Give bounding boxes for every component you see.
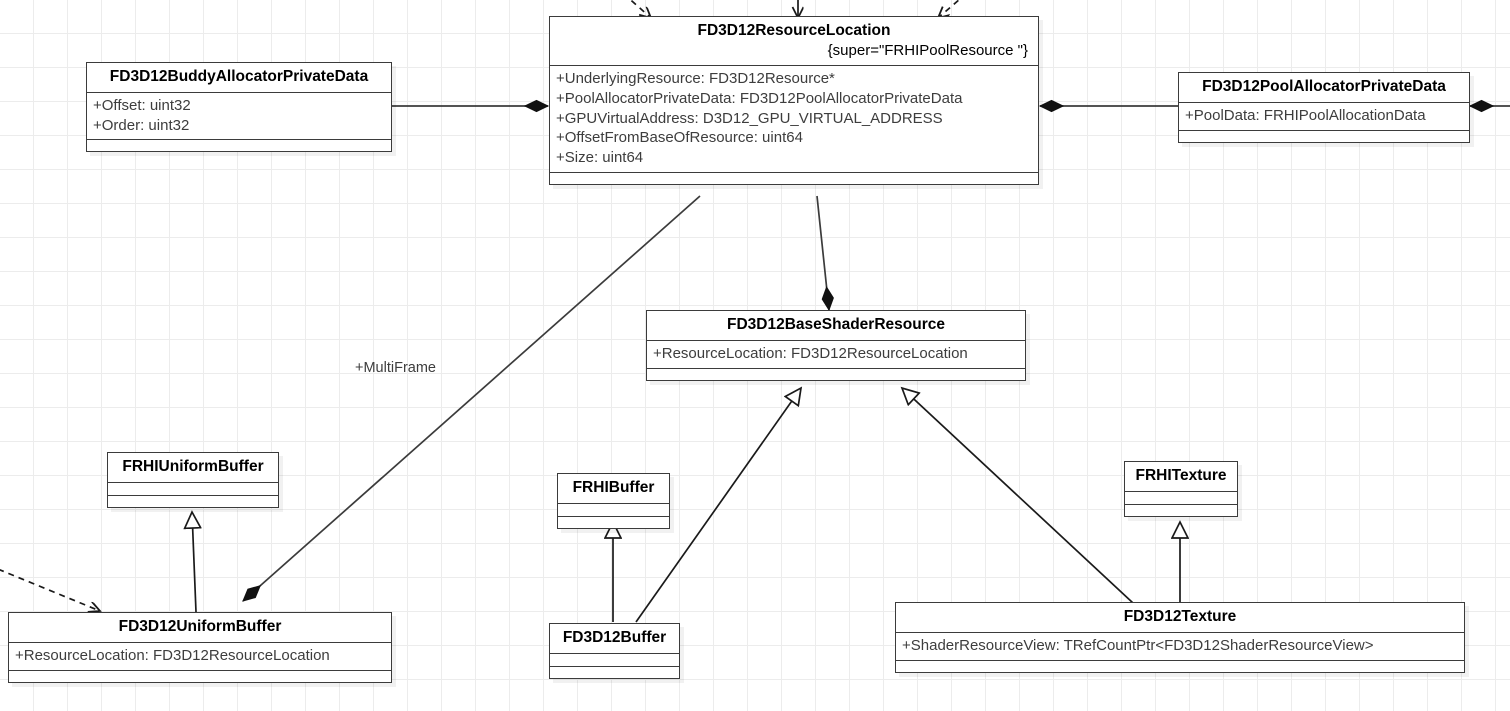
class-attributes-frhiuniformbuffer <box>108 483 278 495</box>
attribute-row: +ShaderResourceView: TRefCountPtr<FD3D12… <box>902 636 1374 654</box>
class-title-fd3d12poolallocatorprivatedata: FD3D12PoolAllocatorPrivateData <box>1202 78 1446 95</box>
compartment-divider <box>87 91 391 93</box>
class-operations-frhiuniformbuffer <box>108 496 278 507</box>
class-box-fd3d12poolallocatorprivatedata[interactable]: FD3D12PoolAllocatorPrivateData +PoolData… <box>1178 72 1470 143</box>
compartment-divider <box>896 631 1464 633</box>
class-attributes-frhitexture <box>1125 492 1237 504</box>
class-title-frhibuffer: FRHIBuffer <box>572 479 655 496</box>
compartment-divider <box>108 481 278 483</box>
class-operations-frhitexture <box>1125 505 1237 516</box>
compartment-divider <box>108 494 278 496</box>
compartment-divider <box>9 669 391 671</box>
class-operations-frhibuffer <box>558 517 669 528</box>
class-box-fd3d12uniformbuffer[interactable]: FD3D12UniformBuffer +ResourceLocation: F… <box>8 612 392 683</box>
class-operations-fd3d12poolallocatorprivatedata <box>1179 131 1469 142</box>
class-name-text: FD3D12ResourceLocation <box>697 22 891 39</box>
class-box-fd3d12baseshaderresource[interactable]: FD3D12BaseShaderResource +ResourceLocati… <box>646 310 1026 381</box>
class-title-frhitexture: FRHITexture <box>1135 467 1227 484</box>
class-operations-fd3d12baseshaderresource <box>647 369 1025 380</box>
attribute-row: +ResourceLocation: FD3D12ResourceLocatio… <box>15 646 330 664</box>
class-operations-fd3d12texture <box>896 661 1464 672</box>
class-title-fd3d12buffer: FD3D12Buffer <box>562 629 667 646</box>
compartment-divider <box>87 139 391 141</box>
class-attributes-fd3d12uniformbuffer: +ResourceLocation: FD3D12ResourceLocatio… <box>9 643 391 670</box>
attribute-row: +OffsetFromBaseOfResource: uint64 <box>556 129 803 147</box>
compartment-divider <box>1179 129 1469 131</box>
compartment-divider <box>1179 101 1469 103</box>
compartment-divider <box>647 339 1025 341</box>
class-operations-fd3d12buddyallocatorprivatedata <box>87 140 391 151</box>
attribute-row: +UnderlyingResource: FD3D12Resource* <box>556 70 835 88</box>
edge-generalization-d3d12uniformbuffer-to-frhiuniformbuffer <box>192 512 196 613</box>
class-title-fd3d12buddyallocatorprivatedata: FD3D12BuddyAllocatorPrivateData <box>109 68 369 85</box>
edge-dependency-offscreen-to-d3d12uniformbuffer <box>0 569 100 611</box>
class-title-fd3d12texture: FD3D12Texture <box>1123 608 1237 625</box>
class-box-frhiuniformbuffer[interactable]: FRHIUniformBuffer <box>107 452 279 508</box>
compartment-divider <box>647 367 1025 369</box>
edge-composition-resourcelocation-to-baseshaderresource <box>816 195 829 310</box>
class-title-fd3d12baseshaderresource: FD3D12BaseShaderResource <box>727 316 945 333</box>
class-attributes-fd3d12texture: +ShaderResourceView: TRefCountPtr<FD3D12… <box>896 633 1464 660</box>
class-attributes-fd3d12buddyallocatorprivatedata: +Offset: uint32 +Order: uint32 <box>87 93 391 140</box>
compartment-divider <box>1125 503 1237 505</box>
compartment-divider <box>550 652 679 654</box>
attribute-row: +Size: uint64 <box>556 149 644 167</box>
compartment-divider <box>1125 490 1237 492</box>
class-title-frhiuniformbuffer: FRHIUniformBuffer <box>122 458 264 475</box>
class-box-frhibuffer[interactable]: FRHIBuffer <box>557 473 670 529</box>
class-title-fd3d12uniformbuffer: FD3D12UniformBuffer <box>118 618 282 635</box>
class-stereotype-super: {super="FRHIPoolResource "} <box>827 41 1028 59</box>
attribute-row: +PoolAllocatorPrivateData: FD3D12PoolAll… <box>556 89 963 107</box>
class-box-fd3d12resourcelocation[interactable]: FD3D12ResourceLocation {super="FRHIPoolR… <box>549 16 1039 186</box>
attribute-row: +GPUVirtualAddress: D3D12_GPU_VIRTUAL_AD… <box>556 109 943 127</box>
edge-composition-multiframe-resourcelocation-to-uniformbuffer <box>243 195 701 601</box>
class-title-fd3d12resourcelocation: FD3D12ResourceLocation {super="FRHIPoolR… <box>550 17 1038 65</box>
class-attributes-fd3d12baseshaderresource: +ResourceLocation: FD3D12ResourceLocatio… <box>647 341 1025 368</box>
attribute-row: +PoolData: FRHIPoolAllocationData <box>1185 106 1426 124</box>
compartment-divider <box>550 65 1038 67</box>
class-box-fd3d12texture[interactable]: FD3D12Texture +ShaderResourceView: TRefC… <box>895 602 1465 673</box>
class-operations-fd3d12buffer <box>550 667 679 678</box>
compartment-divider <box>550 172 1038 174</box>
class-operations-fd3d12uniformbuffer <box>9 671 391 682</box>
class-attributes-fd3d12buffer <box>550 654 679 666</box>
edge-label-multiframe: +MultiFrame <box>355 360 436 376</box>
class-attributes-frhibuffer <box>558 504 669 516</box>
attribute-row: +ResourceLocation: FD3D12ResourceLocatio… <box>653 344 968 362</box>
class-box-fd3d12buddyallocatorprivatedata[interactable]: FD3D12BuddyAllocatorPrivateData +Offset:… <box>86 62 392 153</box>
compartment-divider <box>9 641 391 643</box>
class-operations-fd3d12resourcelocation <box>550 173 1038 184</box>
class-box-fd3d12buffer[interactable]: FD3D12Buffer <box>549 623 680 679</box>
compartment-divider <box>550 665 679 667</box>
attribute-row: +Order: uint32 <box>93 116 190 134</box>
compartment-divider <box>896 659 1464 661</box>
class-attributes-fd3d12resourcelocation: +UnderlyingResource: FD3D12Resource* +Po… <box>550 66 1038 172</box>
class-attributes-fd3d12poolallocatorprivatedata: +PoolData: FRHIPoolAllocationData <box>1179 103 1469 130</box>
attribute-row: +Offset: uint32 <box>93 96 191 114</box>
class-box-frhitexture[interactable]: FRHITexture <box>1124 461 1238 517</box>
edge-generalization-d3d12texture-to-baseshaderresource <box>902 388 1134 604</box>
